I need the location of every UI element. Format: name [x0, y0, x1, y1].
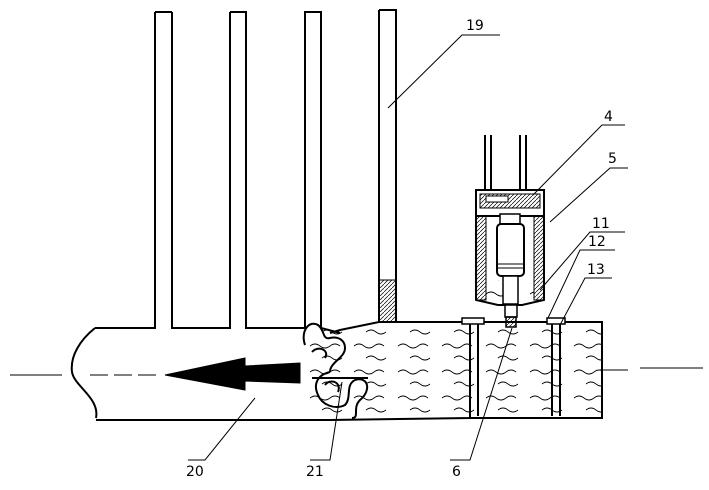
label-5: 5: [608, 151, 617, 167]
label-19: 19: [466, 18, 484, 34]
liquid-pipe: [300, 317, 603, 421]
flow-arrow-icon: [164, 357, 301, 391]
center-axis: [10, 367, 703, 376]
column-sleeve: [378, 279, 397, 323]
leader-lines: [188, 34, 628, 461]
label-6: 6: [452, 464, 461, 480]
pipe-body: [70, 9, 397, 421]
impeller: [302, 322, 369, 419]
label-12: 12: [588, 234, 606, 250]
sensor-assembly: [475, 135, 545, 328]
label-13: 13: [587, 262, 605, 278]
label-4: 4: [604, 109, 613, 125]
label-11: 11: [592, 216, 610, 232]
label-21: 21: [306, 464, 324, 480]
label-20: 20: [186, 464, 204, 480]
